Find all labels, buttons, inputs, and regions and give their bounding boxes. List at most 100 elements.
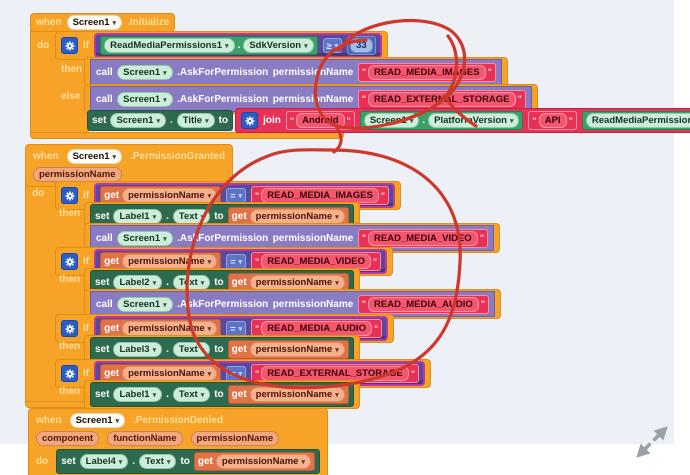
string-value[interactable]: READ_EXTERNAL_STORAGE — [368, 91, 516, 107]
get-variable-block[interactable]: get permissionName — [193, 452, 315, 471]
comparison-block[interactable]: ReadMediaPermissions1 . SdkVersion ≥ 33 — [94, 33, 382, 58]
call-askforpermission-block[interactable]: call Screen1 .AskForPermission permissio… — [90, 291, 496, 317]
call-label: call — [96, 299, 113, 310]
join-text-block[interactable]: join Android Screen1 . PlatformVersion A… — [235, 108, 690, 133]
component-dropdown[interactable]: Screen1 — [117, 65, 173, 80]
variable-dropdown[interactable]: permissionName — [249, 275, 345, 290]
when-screen1-initialize-block[interactable]: when Screen1 .Initialize — [30, 13, 176, 32]
component-dropdown[interactable]: Label2 — [113, 275, 163, 290]
string-value[interactable]: READ_MEDIA_IMAGES — [368, 64, 486, 80]
operator-dropdown[interactable]: = — [226, 254, 246, 269]
operator-dropdown[interactable]: ≥ — [322, 38, 343, 53]
property-dropdown[interactable]: Title — [176, 113, 215, 128]
variable-dropdown[interactable]: permissionName — [122, 366, 218, 381]
do-label: do — [37, 40, 50, 51]
property-dropdown[interactable]: Text — [172, 275, 211, 290]
call-askforpermission-block[interactable]: call Screen1 .AskForPermission permissio… — [90, 59, 502, 85]
operator-dropdown[interactable]: = — [226, 366, 246, 381]
string-value[interactable]: READ_MEDIA_AUDIO — [368, 296, 479, 312]
operator-dropdown[interactable]: = — [226, 321, 246, 336]
string-value[interactable]: READ_MEDIA_IMAGES — [261, 188, 379, 203]
get-variable-block[interactable]: get permissionName — [227, 385, 349, 404]
property-getter-block[interactable]: Screen1 . PlatformVersion — [359, 111, 524, 130]
string-value[interactable]: READ_EXTERNAL_STORAGE — [261, 366, 409, 381]
text-string-block[interactable]: READ_MEDIA_IMAGES — [357, 62, 496, 82]
method-label: .AskForPermission — [177, 94, 269, 105]
string-value[interactable]: API — [538, 113, 567, 128]
event-parameter[interactable]: component — [36, 431, 100, 446]
screen-dropdown[interactable]: Screen1 — [69, 413, 126, 428]
property-dropdown[interactable]: Text — [139, 454, 177, 469]
to-label: to — [214, 389, 224, 400]
then-row-case3[interactable]: set Label1 . Text to get permissionName — [84, 380, 360, 409]
text-string-block[interactable]: API — [528, 111, 577, 130]
set-property-block[interactable]: set Label1 . Text to get permissionName — [90, 382, 354, 407]
text-string-block[interactable]: READ_MEDIA_AUDIO — [357, 294, 490, 314]
mutator-gear-icon[interactable] — [61, 37, 78, 54]
variable-dropdown[interactable]: permissionName — [215, 454, 311, 469]
then-row-initialize[interactable]: call Screen1 .AskForPermission permissio… — [84, 57, 508, 87]
property-dropdown[interactable]: SdkVersion — [243, 38, 314, 53]
variable-dropdown[interactable]: permissionName — [122, 254, 218, 269]
event-parameter[interactable]: functionName — [107, 431, 183, 446]
variable-dropdown[interactable]: permissionName — [249, 387, 345, 402]
component-dropdown[interactable]: Label1 — [113, 209, 163, 224]
event-parameter[interactable]: permissionName — [190, 431, 280, 446]
mutator-gear-icon[interactable] — [61, 365, 78, 382]
variable-dropdown[interactable]: permissionName — [249, 342, 345, 357]
component-dropdown[interactable]: Label4 — [79, 454, 129, 469]
text-string-block[interactable]: READ_MEDIA_VIDEO — [357, 228, 488, 248]
property-dropdown[interactable]: Text — [172, 342, 211, 357]
number-block[interactable]: 33 — [347, 36, 376, 55]
component-dropdown[interactable]: ReadMediaPermissions1 — [104, 38, 235, 53]
get-label: get — [231, 277, 247, 288]
property-dropdown[interactable]: Text — [172, 387, 211, 402]
event-name-label: .Initialize — [127, 17, 170, 28]
mutator-gear-icon[interactable] — [61, 253, 78, 270]
get-label: get — [104, 368, 120, 379]
to-label: to — [214, 211, 224, 222]
initialize-block-bottom[interactable] — [30, 132, 344, 139]
to-label: to — [218, 115, 229, 126]
component-dropdown[interactable]: Label3 — [113, 342, 163, 357]
screen-dropdown[interactable]: Screen1 — [66, 15, 123, 30]
property-dropdown[interactable]: PlatformVersion — [428, 113, 520, 128]
if-label: if — [83, 256, 90, 267]
variable-dropdown[interactable]: permissionName — [122, 188, 218, 203]
variable-dropdown[interactable]: permissionName — [249, 209, 345, 224]
operator-dropdown[interactable]: = — [226, 188, 246, 203]
component-dropdown[interactable]: Screen1 — [117, 297, 173, 312]
do-label: do — [32, 188, 45, 199]
set-screen1-title-row[interactable]: set Screen1 . Title to join Android Scre… — [87, 108, 690, 133]
if-label: if — [83, 190, 90, 201]
property-getter-block[interactable]: ReadMediaPermissions1 . SdkVersion — [100, 36, 318, 55]
get-variable-block[interactable]: get permissionName — [227, 340, 349, 359]
number-value[interactable]: 33 — [350, 38, 373, 53]
mutator-gear-icon[interactable] — [61, 320, 78, 337]
string-value[interactable]: READ_MEDIA_VIDEO — [368, 230, 478, 246]
mutator-gear-icon[interactable] — [241, 112, 259, 129]
component-dropdown[interactable]: Screen1 — [117, 231, 173, 246]
property-dropdown[interactable]: Text — [172, 209, 211, 224]
component-dropdown[interactable]: ReadMediaPermissions1 — [585, 113, 690, 128]
event-parameter[interactable]: permissionName — [33, 167, 122, 182]
text-string-block[interactable]: READ_EXTERNAL_STORAGE — [357, 89, 526, 109]
set-property-block[interactable]: set Screen1 . Title to — [87, 110, 234, 131]
component-dropdown[interactable]: Screen1 — [117, 92, 173, 107]
string-value[interactable]: READ_MEDIA_AUDIO — [261, 321, 372, 336]
screen-dropdown[interactable]: Screen1 — [66, 149, 123, 164]
expand-icon[interactable] — [632, 422, 672, 467]
text-string-block[interactable]: Android — [285, 111, 355, 130]
if-block-initialize[interactable]: if ReadMediaPermissions1 . SdkVersion ≥ … — [55, 31, 388, 60]
property-getter-block[interactable]: ReadMediaPermissions1 . SdkVersion — [581, 111, 690, 130]
variable-dropdown[interactable]: permissionName — [122, 321, 218, 336]
set-property-block[interactable]: set Label4 . Text to get permissionName — [56, 449, 320, 474]
string-value[interactable]: Android — [296, 113, 345, 128]
component-dropdown[interactable]: Label1 — [113, 387, 163, 402]
component-dropdown[interactable]: Screen1 — [363, 113, 420, 128]
when-screen1-permissiondenied-block[interactable]: when Screen1 .PermissionDenied component… — [28, 408, 328, 475]
component-dropdown[interactable]: Screen1 — [110, 113, 166, 128]
join-label: join — [263, 115, 281, 126]
string-value[interactable]: READ_MEDIA_VIDEO — [261, 254, 371, 269]
mutator-gear-icon[interactable] — [61, 187, 78, 204]
